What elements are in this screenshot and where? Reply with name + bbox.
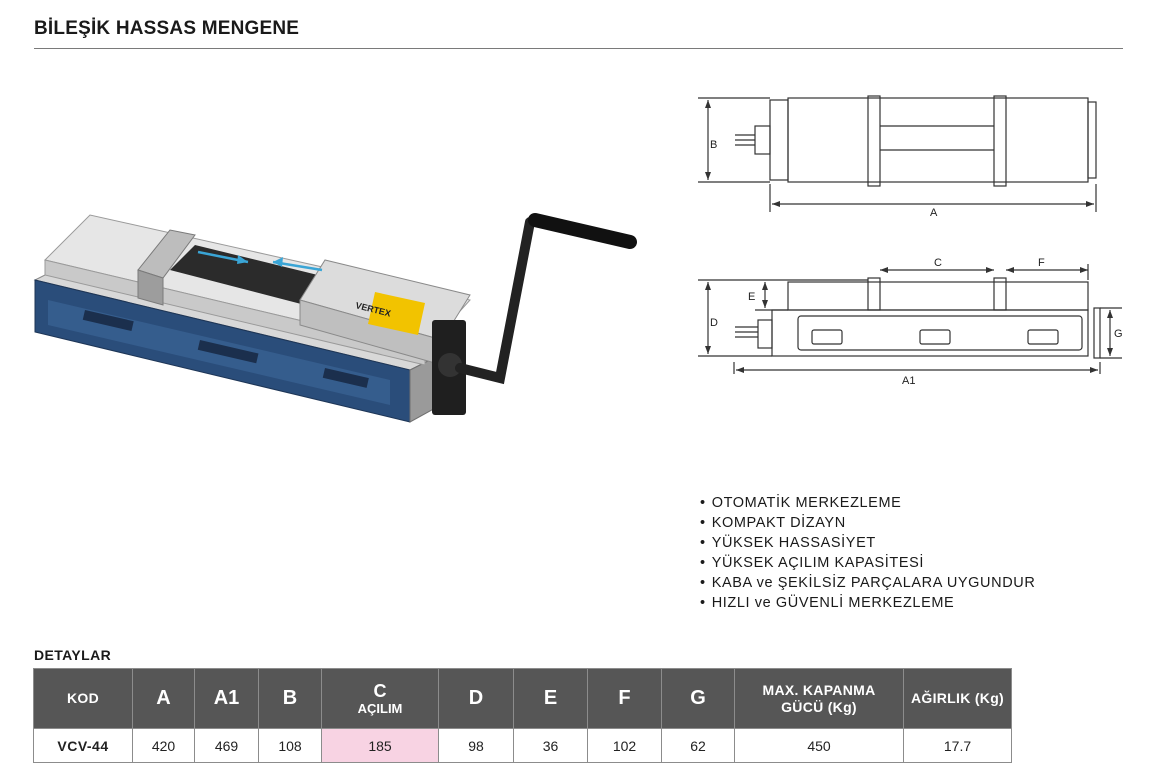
cell-e: 36: [513, 728, 588, 763]
dim-label-c: C: [934, 257, 942, 269]
cell-b: 108: [258, 728, 322, 763]
feature-list: OTOMATİK MERKEZLEME KOMPAKT DİZAYN YÜKSE…: [700, 493, 1035, 613]
cell-kod: VCV-44: [33, 728, 133, 763]
header-c-letter: C: [373, 680, 387, 701]
header-a1: A1: [194, 668, 259, 729]
cell-f: 102: [587, 728, 662, 763]
dim-label-e: E: [748, 291, 755, 303]
header-weight: AĞIRLIK (Kg): [903, 668, 1012, 729]
header-force-line2: GÜCÜ (Kg): [781, 698, 857, 715]
dim-label-a1: A1: [902, 375, 915, 387]
header-g: G: [661, 668, 735, 729]
side-view-drawing: D E C F G A1: [698, 257, 1123, 387]
cell-a: 420: [132, 728, 195, 763]
spec-table: KOD A A1 B C AÇILIM D E F G MAX. KAPANMA…: [33, 668, 1012, 763]
table-row: VCV-44 420 469 108 185 98 36 102 62 450 …: [33, 728, 1012, 763]
cell-a1: 469: [194, 728, 259, 763]
cell-c: 185: [321, 728, 439, 763]
page-title: BİLEŞİK HASSAS MENGENE: [34, 18, 300, 39]
header-b: B: [258, 668, 322, 729]
header-kod: KOD: [33, 668, 133, 729]
feature-item: YÜKSEK AÇILIM KAPASİTESİ: [700, 553, 1035, 573]
header-c-sub: AÇILIM: [357, 700, 403, 716]
header-e: E: [513, 668, 588, 729]
dim-label-b: B: [710, 139, 717, 151]
header-a: A: [132, 668, 195, 729]
feature-item: KOMPAKT DİZAYN: [700, 513, 1035, 533]
cell-d: 98: [438, 728, 514, 763]
feature-item: KABA ve ŞEKİLSİZ PARÇALARA UYGUNDUR: [700, 573, 1035, 593]
top-view-drawing: B A: [698, 95, 1097, 218]
cell-weight: 17.7: [903, 728, 1012, 763]
header-force: MAX. KAPANMA GÜCÜ (Kg): [734, 668, 904, 729]
feature-item: HIZLI ve GÜVENLİ MERKEZLEME: [700, 593, 1035, 613]
header-d: D: [438, 668, 514, 729]
cell-g: 62: [661, 728, 735, 763]
feature-item: OTOMATİK MERKEZLEME: [700, 493, 1035, 513]
cell-force: 450: [734, 728, 904, 763]
product-photo: VERTEX: [33, 213, 637, 423]
feature-item: YÜKSEK HASSASİYET: [700, 533, 1035, 553]
dim-label-f: F: [1038, 257, 1045, 269]
title-divider: [34, 48, 1123, 49]
dim-label-a: A: [930, 207, 938, 218]
header-c: C AÇILIM: [321, 668, 439, 729]
dim-label-g: G: [1114, 328, 1123, 340]
dim-label-d: D: [710, 317, 718, 329]
spec-header-row: KOD A A1 B C AÇILIM D E F G MAX. KAPANMA…: [33, 668, 1012, 729]
header-force-line1: MAX. KAPANMA: [762, 681, 876, 698]
details-title: DETAYLAR: [34, 647, 112, 663]
header-f: F: [587, 668, 662, 729]
